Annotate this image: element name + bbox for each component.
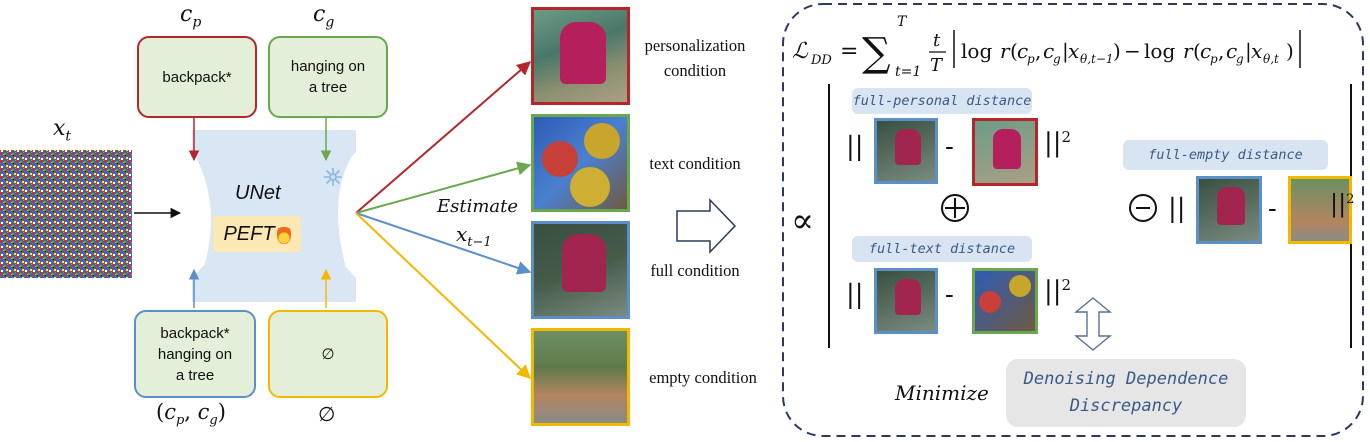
cond-text-label: text condition: [649, 154, 741, 173]
estimate-label: Estimate: [437, 196, 519, 217]
label-x-tm1: xt−1: [456, 222, 492, 250]
term3-full-thumb: [1196, 176, 1262, 244]
snowflake-icon: [324, 168, 342, 186]
svg-text:log: log: [961, 39, 992, 63]
estimate-image-empty: [531, 328, 630, 426]
svg-text:T: T: [897, 14, 908, 30]
svg-text:c: c: [1200, 39, 1211, 63]
proportional-symbol: ∝: [791, 201, 814, 241]
minus-sign-3: -: [1268, 194, 1277, 224]
loss-panel: [782, 3, 1364, 437]
plus-circle-icon: [941, 194, 969, 222]
tag-full-empty: full-empty distance: [1123, 140, 1328, 170]
tag-full-personal: full-personal distance: [852, 88, 1032, 114]
norm-close-3: ||2: [1330, 190, 1355, 218]
svg-text:): ): [1286, 39, 1294, 63]
label-x-t: xt: [53, 116, 72, 145]
minus-sign-2: -: [945, 280, 954, 310]
svg-text:,: ,: [1218, 39, 1224, 63]
svg-text:p: p: [1027, 52, 1035, 66]
discrepancy-line-2: Discrepancy: [1069, 396, 1183, 416]
svg-text:(: (: [1193, 39, 1201, 63]
label-c-g: cg: [313, 2, 335, 31]
box-empty-text: ∅: [321, 345, 335, 363]
peft-label: PEFT: [223, 222, 275, 245]
box-personal-text: backpack*: [162, 68, 232, 86]
svg-text:r: r: [1000, 39, 1011, 63]
estimate-image-personal: [531, 7, 630, 105]
term2-full-thumb: [874, 268, 938, 334]
svg-text:−: −: [1124, 39, 1141, 63]
minus-sign-1: -: [945, 132, 954, 162]
block-arrow-icon: [676, 198, 737, 254]
svg-text:r: r: [1183, 39, 1194, 63]
out-arrow-text: [355, 161, 532, 214]
unet-label: UNet: [235, 182, 281, 204]
svg-text:|: |: [1062, 39, 1069, 64]
svg-text:p: p: [1210, 52, 1218, 66]
svg-text:c: c: [1043, 39, 1054, 63]
svg-text:∑: ∑: [862, 30, 891, 76]
svg-text:x: x: [1251, 39, 1262, 63]
svg-text:g: g: [1053, 52, 1061, 66]
cond-full-label: full condition: [650, 261, 740, 280]
estimate-image-text: [531, 114, 630, 212]
svg-text:θ,t−1: θ,t−1: [1080, 52, 1114, 66]
cond-empty-label: empty condition: [649, 368, 757, 387]
noise-image: [0, 150, 132, 278]
svg-text:ℒ: ℒ: [792, 39, 809, 64]
estimate-image-full: [531, 221, 630, 319]
term1-full-thumb: [874, 118, 938, 184]
minus-circle-icon: [1129, 194, 1157, 222]
tag-full-text: full-text distance: [852, 236, 1032, 262]
term2-text-thumb: [972, 268, 1038, 334]
out-arrow-full: [355, 212, 532, 275]
svg-text:t=1: t=1: [895, 64, 921, 80]
norm-open-3: ||: [1168, 194, 1186, 224]
svg-text:c: c: [1017, 39, 1028, 63]
norm-close-1: ||2: [1044, 128, 1072, 159]
svg-text:c: c: [1226, 39, 1237, 63]
fire-icon: [276, 224, 291, 244]
svg-text:=: =: [840, 39, 858, 64]
label-empty-symbol: ∅: [318, 402, 336, 426]
svg-text:DD: DD: [810, 53, 832, 68]
term1-personal-thumb: [972, 118, 1038, 186]
box-empty: ∅: [268, 310, 388, 398]
out-arrow-personal: [355, 61, 532, 214]
svg-text:|: |: [1245, 39, 1252, 64]
label-pair: (cp, cg): [156, 400, 226, 429]
minimize-label: Minimize: [895, 381, 989, 405]
svg-text:,: ,: [1035, 39, 1041, 63]
svg-text:(: (: [1010, 39, 1018, 63]
box-personal: backpack*: [137, 36, 257, 118]
svg-text:θ,t: θ,t: [1263, 52, 1279, 66]
loss-formula: ℒ DD = ∑ T t=1 t T log r ( c p , c g | x…: [792, 14, 1301, 80]
peft-badge: PEFT: [213, 216, 301, 252]
norm-open-1: ||: [846, 132, 864, 162]
norm-close-2: ||2: [1044, 276, 1072, 307]
svg-text:T: T: [930, 55, 944, 76]
norm-open-2: ||: [846, 280, 864, 310]
svg-text:log: log: [1144, 39, 1175, 63]
double-arrow-icon: [1074, 297, 1112, 351]
svg-text:g: g: [1236, 52, 1244, 66]
label-c-p: cp: [180, 2, 202, 31]
out-arrow-empty: [355, 212, 532, 379]
svg-text:x: x: [1068, 39, 1079, 63]
svg-text:): ): [1113, 39, 1121, 63]
discrepancy-box: Denoising Dependence Discrepancy: [1006, 359, 1246, 427]
svg-text:t: t: [933, 30, 941, 51]
term3-empty-thumb: [1288, 176, 1352, 244]
discrepancy-line-1: Denoising Dependence: [1023, 368, 1229, 389]
